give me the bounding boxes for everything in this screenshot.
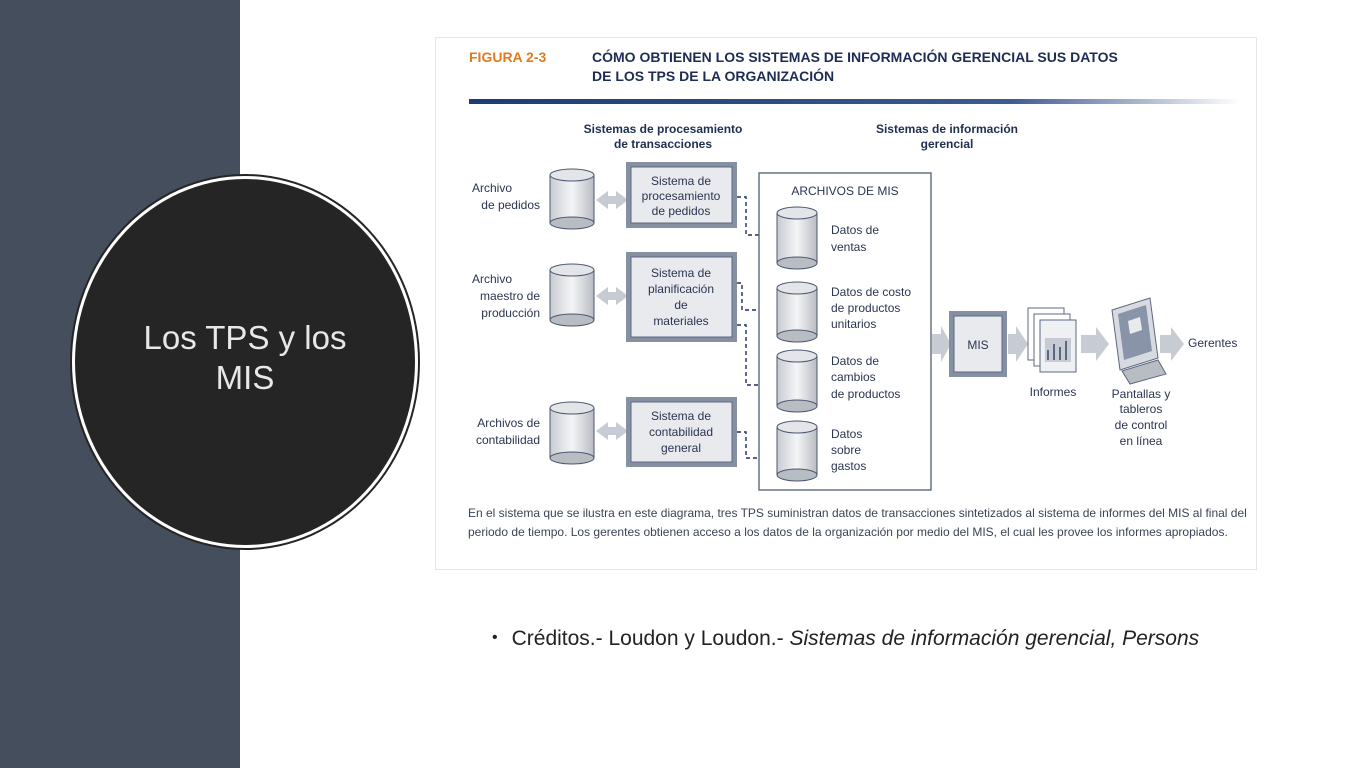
system-label-contabilidad-2: contabilidad [649, 425, 713, 439]
figure-title-line-2: DE LOS TPS DE LA ORGANIZACIÓN [592, 67, 834, 84]
file-label-contabilidad-2: contabilidad [476, 433, 540, 447]
slide-title-line-1: Los TPS y los [143, 319, 347, 356]
database-icon-contabilidad [549, 401, 595, 465]
database-icon-ventas [776, 206, 818, 270]
tps-mis-diagram: FIGURA 2-3 CÓMO OBTIENEN LOS SISTEMAS DE… [469, 48, 1241, 491]
slide-title: Los TPS y los MIS [75, 318, 415, 398]
mis-data-gastos-1: Datos [831, 427, 862, 441]
screens-label-4: en línea [1120, 434, 1163, 448]
system-label-materiales-2: planificación [648, 282, 714, 296]
system-label-materiales-3: de [674, 298, 688, 312]
mis-data-ventas-2: ventas [831, 240, 866, 254]
file-label-produccion-2: maestro de [480, 289, 540, 303]
file-label-contabilidad-1: Archivos de [477, 416, 540, 430]
screens-label-3: de control [1115, 418, 1168, 432]
flow-arrow-icon [1081, 327, 1109, 361]
system-box-contabilidad [626, 397, 737, 467]
system-label-contabilidad-3: general [661, 441, 701, 455]
header-tps-line-2: de transacciones [614, 137, 712, 151]
bullet-icon: • [492, 629, 498, 646]
reports-label: Informes [1030, 385, 1077, 399]
mis-data-cambios-2: cambios [831, 370, 876, 384]
mis-box-label: MIS [967, 338, 988, 352]
header-mis-line-2: gerencial [921, 137, 974, 151]
database-icon-cambios [776, 349, 818, 413]
system-box-materiales [626, 252, 737, 342]
file-label-pedidos-1: Archivo [472, 181, 512, 195]
system-label-pedidos-3: de pedidos [652, 204, 711, 218]
credits-book-title: Sistemas de información gerencial, Perso… [789, 627, 1200, 650]
mis-data-ventas-1: Datos de [831, 223, 879, 237]
header-tps-line-1: Sistemas de procesamiento [584, 122, 743, 136]
mis-data-gastos-2: sobre [831, 443, 861, 457]
database-icon-gastos [776, 420, 818, 482]
system-label-materiales-4: materiales [653, 314, 708, 328]
figure-label: FIGURA 2-3 [469, 49, 546, 65]
slide-title-line-2: MIS [215, 359, 275, 396]
flow-arrow-icon [1160, 327, 1184, 361]
mis-files-title: ARCHIVOS DE MIS [791, 184, 898, 198]
screens-label-2: tableros [1120, 402, 1163, 416]
managers-label: Gerentes [1188, 336, 1237, 350]
credits-text: Créditos.- Loudon y Loudon.- [511, 627, 790, 650]
mis-data-gastos-3: gastos [831, 459, 866, 473]
database-icon-produccion [549, 263, 595, 327]
file-label-produccion-1: Archivo [472, 272, 512, 286]
monitor-icon [1111, 297, 1167, 385]
file-label-produccion-3: producción [481, 306, 540, 320]
figure-image: FIGURA 2-3 CÓMO OBTIENEN LOS SISTEMAS DE… [435, 37, 1257, 570]
title-circle [75, 179, 415, 545]
mis-data-cambios-1: Datos de [831, 354, 879, 368]
database-icon-costo [776, 281, 818, 343]
mis-data-cambios-3: de productos [831, 387, 900, 401]
two-way-arrow-icon [596, 422, 628, 440]
file-label-pedidos-2: de pedidos [481, 198, 540, 212]
two-way-arrow-icon [596, 191, 628, 209]
header-mis-line-1: Sistemas de información [876, 122, 1018, 136]
system-label-materiales-1: Sistema de [651, 266, 711, 280]
two-way-arrow-icon [596, 287, 628, 305]
database-icon-pedidos [549, 168, 595, 230]
credits-line: • Créditos.- Loudon y Loudon.- Sistemas d… [492, 627, 1199, 651]
system-label-contabilidad-1: Sistema de [651, 409, 711, 423]
reports-icon [1027, 307, 1077, 373]
figure-caption: En el sistema que se ilustra en este dia… [468, 506, 1247, 539]
mis-data-costo-3: unitarios [831, 317, 876, 331]
flow-arrow-icon [1008, 326, 1028, 362]
flow-arrow-icon [932, 326, 951, 362]
system-label-pedidos-2: procesamiento [642, 189, 721, 203]
system-label-pedidos-1: Sistema de [651, 174, 711, 188]
title-rule [469, 99, 1241, 104]
mis-data-costo-1: Datos de costo [831, 285, 911, 299]
figure-title-line-1: CÓMO OBTIENEN LOS SISTEMAS DE INFORMACIÓ… [592, 48, 1118, 65]
screens-label-1: Pantallas y [1112, 387, 1171, 401]
system-box-pedidos [626, 162, 737, 228]
mis-box [949, 311, 1007, 377]
mis-data-costo-2: de productos [831, 301, 900, 315]
